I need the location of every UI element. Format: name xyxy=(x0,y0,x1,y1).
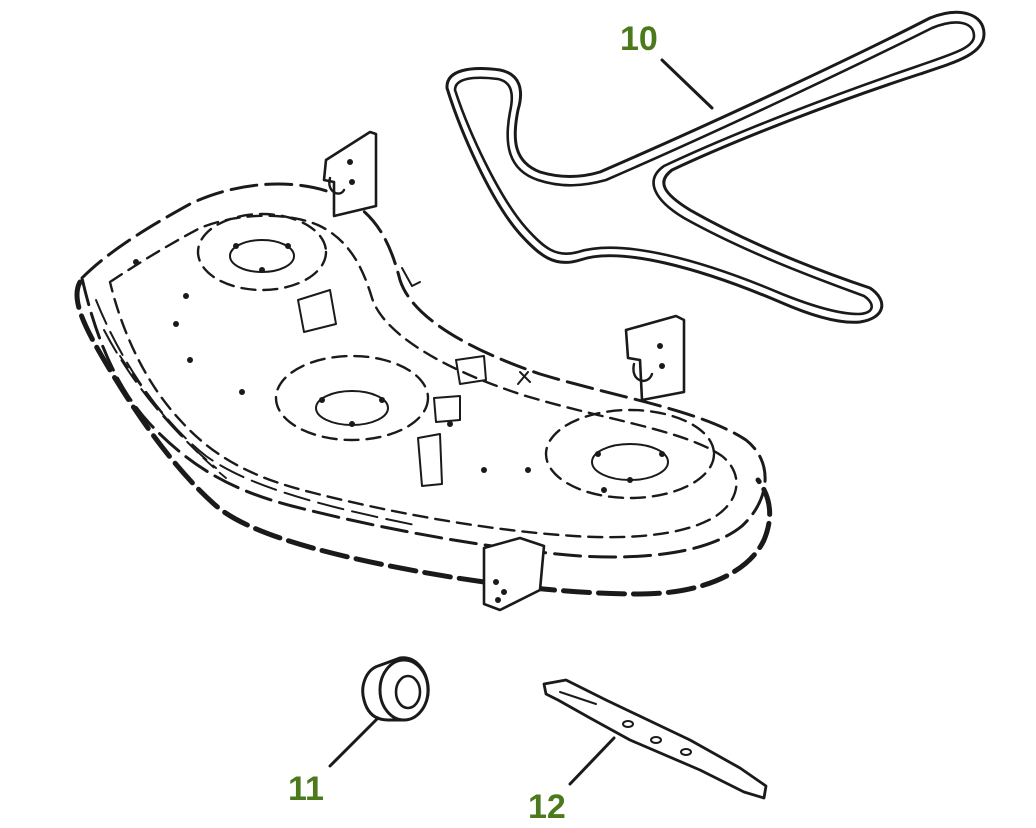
blade-part-12[interactable] xyxy=(542,678,768,800)
belt-part-10[interactable] xyxy=(445,10,986,324)
callout-11: 11 xyxy=(288,770,324,808)
callout-12: 12 xyxy=(528,788,566,826)
leader-line-10 xyxy=(660,58,714,110)
leader-line-11 xyxy=(328,716,380,768)
callout-10: 10 xyxy=(620,20,658,58)
roller-part-11[interactable] xyxy=(361,656,430,722)
leader-line-12 xyxy=(568,736,616,786)
mower-deck[interactable] xyxy=(74,130,773,612)
